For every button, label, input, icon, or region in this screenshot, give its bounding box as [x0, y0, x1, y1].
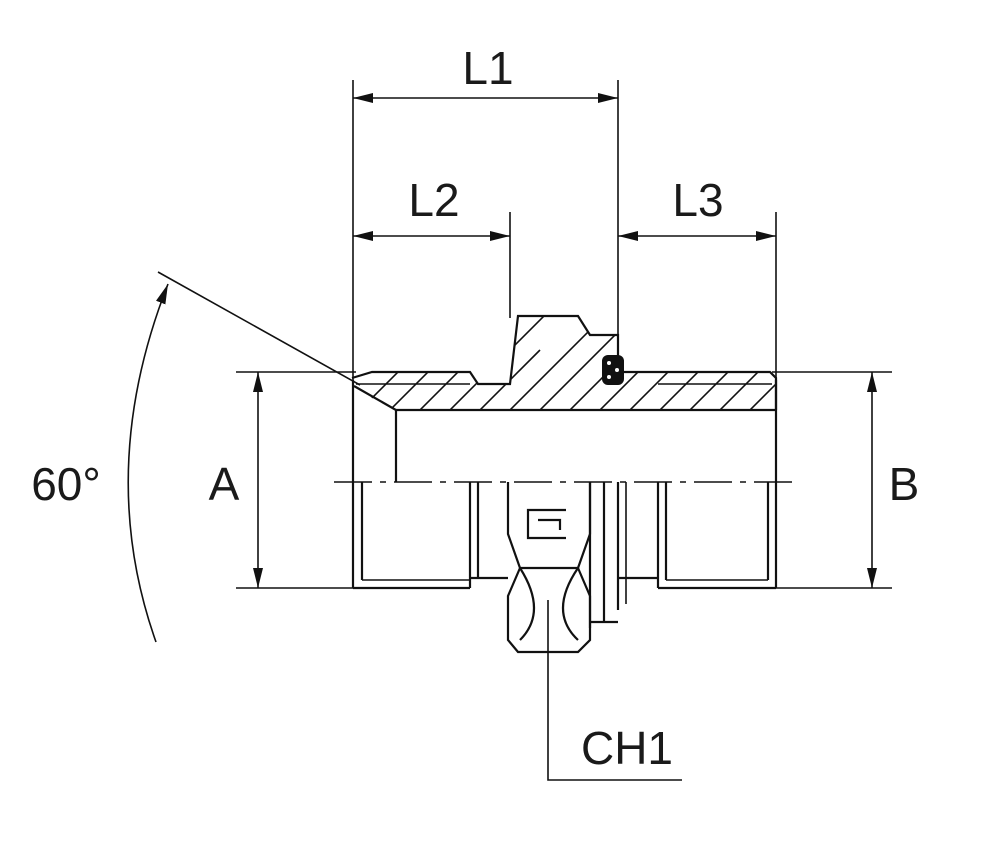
label-b: B [889, 458, 920, 510]
fitting-outline [334, 314, 796, 654]
label-angle: 60° [31, 458, 101, 510]
ch1-leader [547, 600, 682, 781]
label-l1: L1 [462, 42, 513, 94]
angle-arc [127, 283, 169, 643]
dimension-lines [127, 93, 877, 781]
extension-lines [236, 80, 892, 589]
label-a: A [209, 458, 240, 510]
label-ch1: CH1 [581, 722, 673, 774]
angle-leader-line [157, 271, 361, 386]
label-l3: L3 [672, 174, 723, 226]
logo-mark [526, 508, 566, 540]
hex-nut [506, 482, 592, 654]
label-l2: L2 [408, 174, 459, 226]
o-ring [602, 355, 624, 385]
